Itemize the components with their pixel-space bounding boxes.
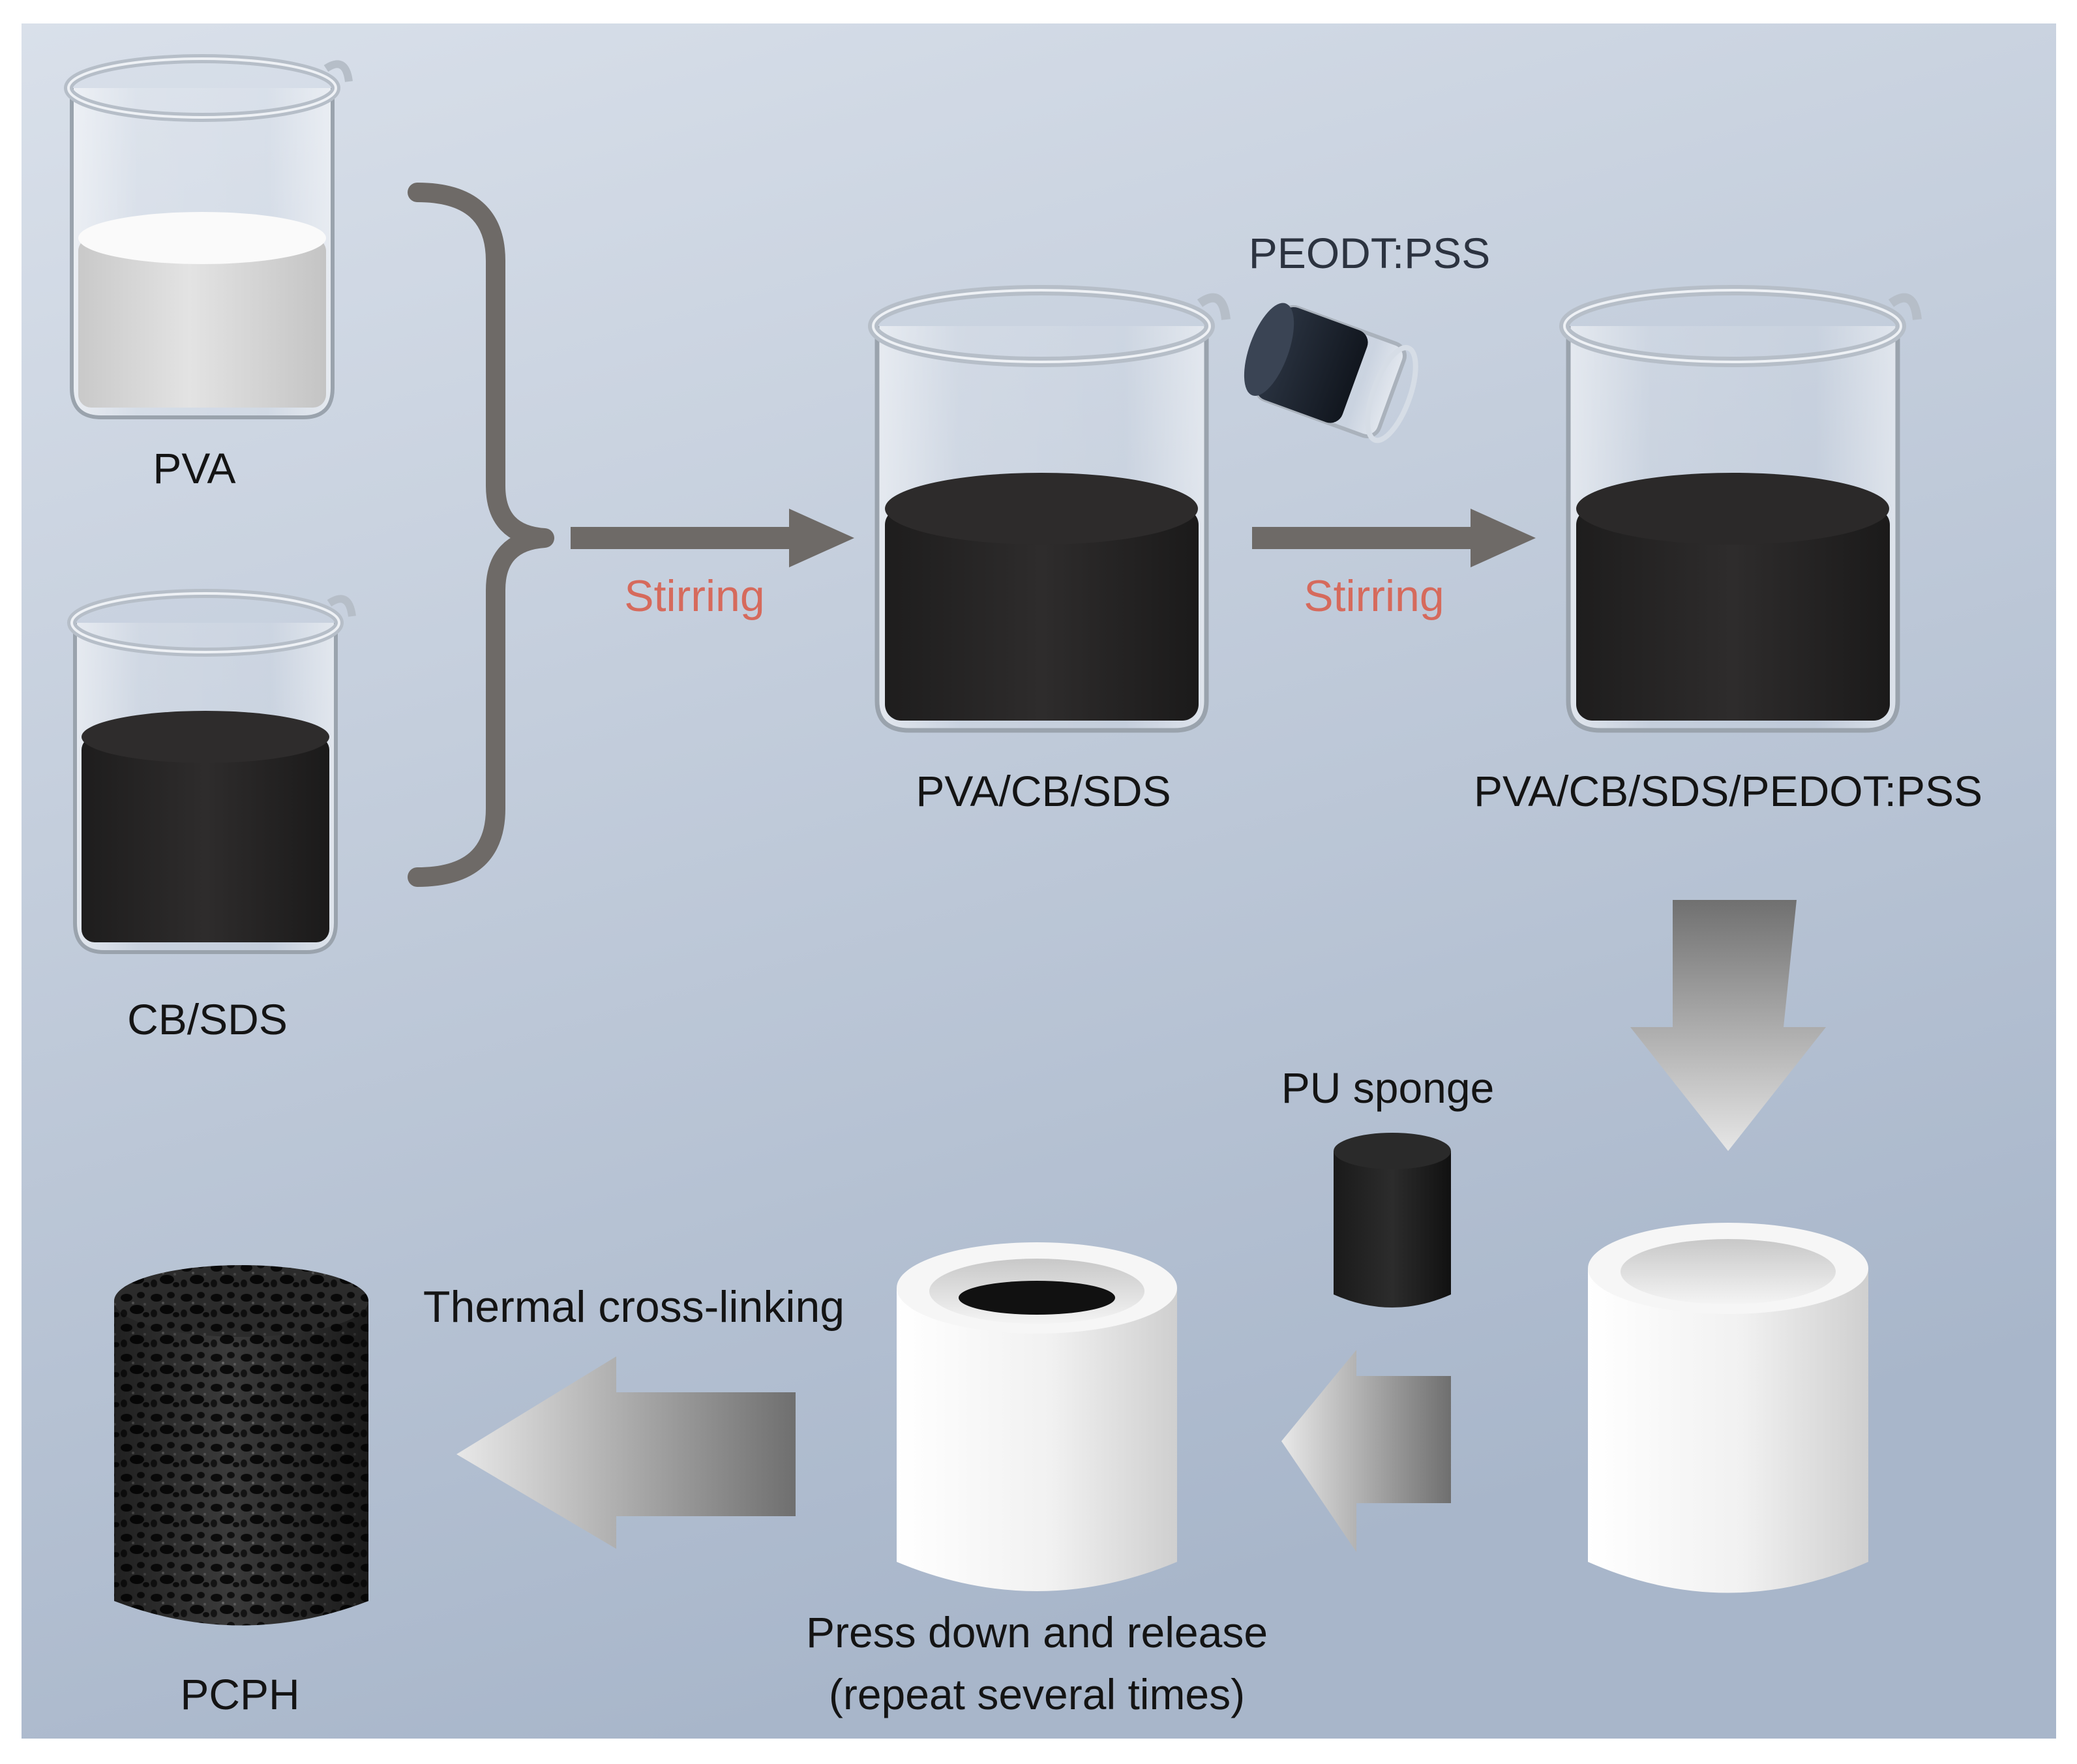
label-pva-cb-sds: PVA/CB/SDS <box>916 767 1171 815</box>
mold-with-sponge <box>897 1242 1177 1591</box>
label-cb-sds: CB/SDS <box>127 995 288 1043</box>
mold-empty <box>1588 1223 1868 1593</box>
beaker-pva <box>64 54 353 419</box>
arrow-left-large <box>456 1356 796 1549</box>
arrow-down <box>1630 900 1826 1151</box>
arrow-stirring-2 <box>1252 509 1536 567</box>
label-peodt-pss: PEODT:PSS <box>1248 229 1491 277</box>
curly-brace <box>408 183 554 887</box>
label-thermal-cross-linking: Thermal cross-linking <box>423 1282 845 1332</box>
beaker-cb-sds <box>67 589 356 954</box>
beaker-pva-cb-sds <box>868 285 1231 733</box>
label-press-down-line1: Press down and release <box>805 1608 1268 1656</box>
label-press-down-line2: (repeat several times) <box>828 1670 1246 1718</box>
label-stirring-1: Stirring <box>624 571 765 621</box>
arrow-left-small <box>1281 1350 1451 1552</box>
arrow-stirring-1 <box>571 509 854 567</box>
label-pva-cb-sds-pedot-pss: PVA/CB/SDS/PEDOT:PSS <box>1473 767 1983 815</box>
pu-sponge <box>1334 1133 1451 1308</box>
label-pva: PVA <box>153 444 236 492</box>
beaker-pva-cb-sds-pedot-pss <box>1559 285 1922 733</box>
label-pcph: PCPH <box>180 1670 300 1718</box>
label-pu-sponge: PU sponge <box>1281 1064 1495 1112</box>
label-stirring-2: Stirring <box>1304 571 1444 621</box>
pcph-cylinder <box>114 1265 368 1626</box>
vial-peodt-pss <box>1244 303 1418 443</box>
